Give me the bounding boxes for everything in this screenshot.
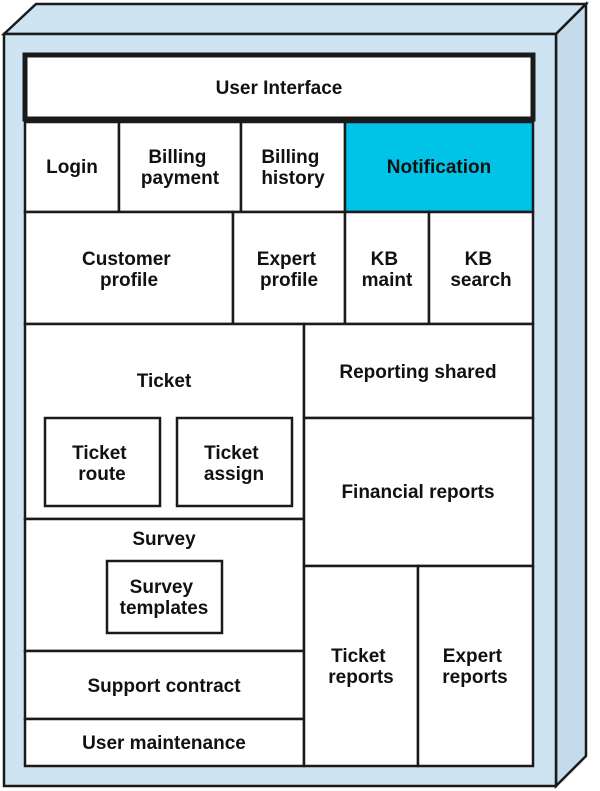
container-top-face	[0, 2, 590, 36]
billing-payment-label: Billing payment	[141, 147, 220, 189]
expert-profile-label: Expert profile	[257, 249, 321, 291]
kb-search-box	[427, 210, 535, 326]
ticket-reports-box	[302, 564, 420, 768]
expert-reports-box	[416, 564, 535, 768]
survey-templates-box	[105, 559, 224, 635]
survey-templates-label: Survey templates	[120, 577, 209, 619]
ticket-label: Ticket	[137, 371, 192, 392]
billing-history-label: Billing history	[261, 147, 325, 189]
container-side-face	[554, 0, 588, 790]
reporting-shared-box	[302, 322, 535, 420]
ticket-reports-label: Ticket reports	[328, 646, 393, 688]
reporting-shared-label: Reporting shared	[339, 362, 496, 383]
notification-box	[343, 120, 535, 214]
ticket-route-box	[43, 416, 162, 508]
ticket-assign-label: Ticket assign	[204, 443, 264, 485]
user-maintenance-box	[23, 717, 306, 768]
user-maintenance-label: User maintenance	[82, 733, 246, 754]
customer-profile-label: Customer profile	[82, 249, 176, 291]
login-label: Login	[46, 157, 98, 178]
ticket-route-label: Ticket route	[72, 443, 132, 485]
kb-maint-box	[343, 210, 431, 326]
user-interface-label: User Interface	[216, 78, 343, 99]
ticket-assign-box	[175, 416, 294, 508]
financial-reports-box	[302, 416, 535, 568]
survey-label: Survey	[132, 529, 196, 550]
expert-reports-label: Expert reports	[442, 646, 507, 688]
kb-search-label: KB search	[450, 249, 511, 291]
user-interface-box	[22, 52, 536, 122]
support-contract-label: Support contract	[87, 676, 241, 697]
financial-reports-label: Financial reports	[341, 482, 494, 503]
kb-maint-label: KB maint	[362, 249, 413, 291]
notification-label: Notification	[387, 157, 492, 178]
